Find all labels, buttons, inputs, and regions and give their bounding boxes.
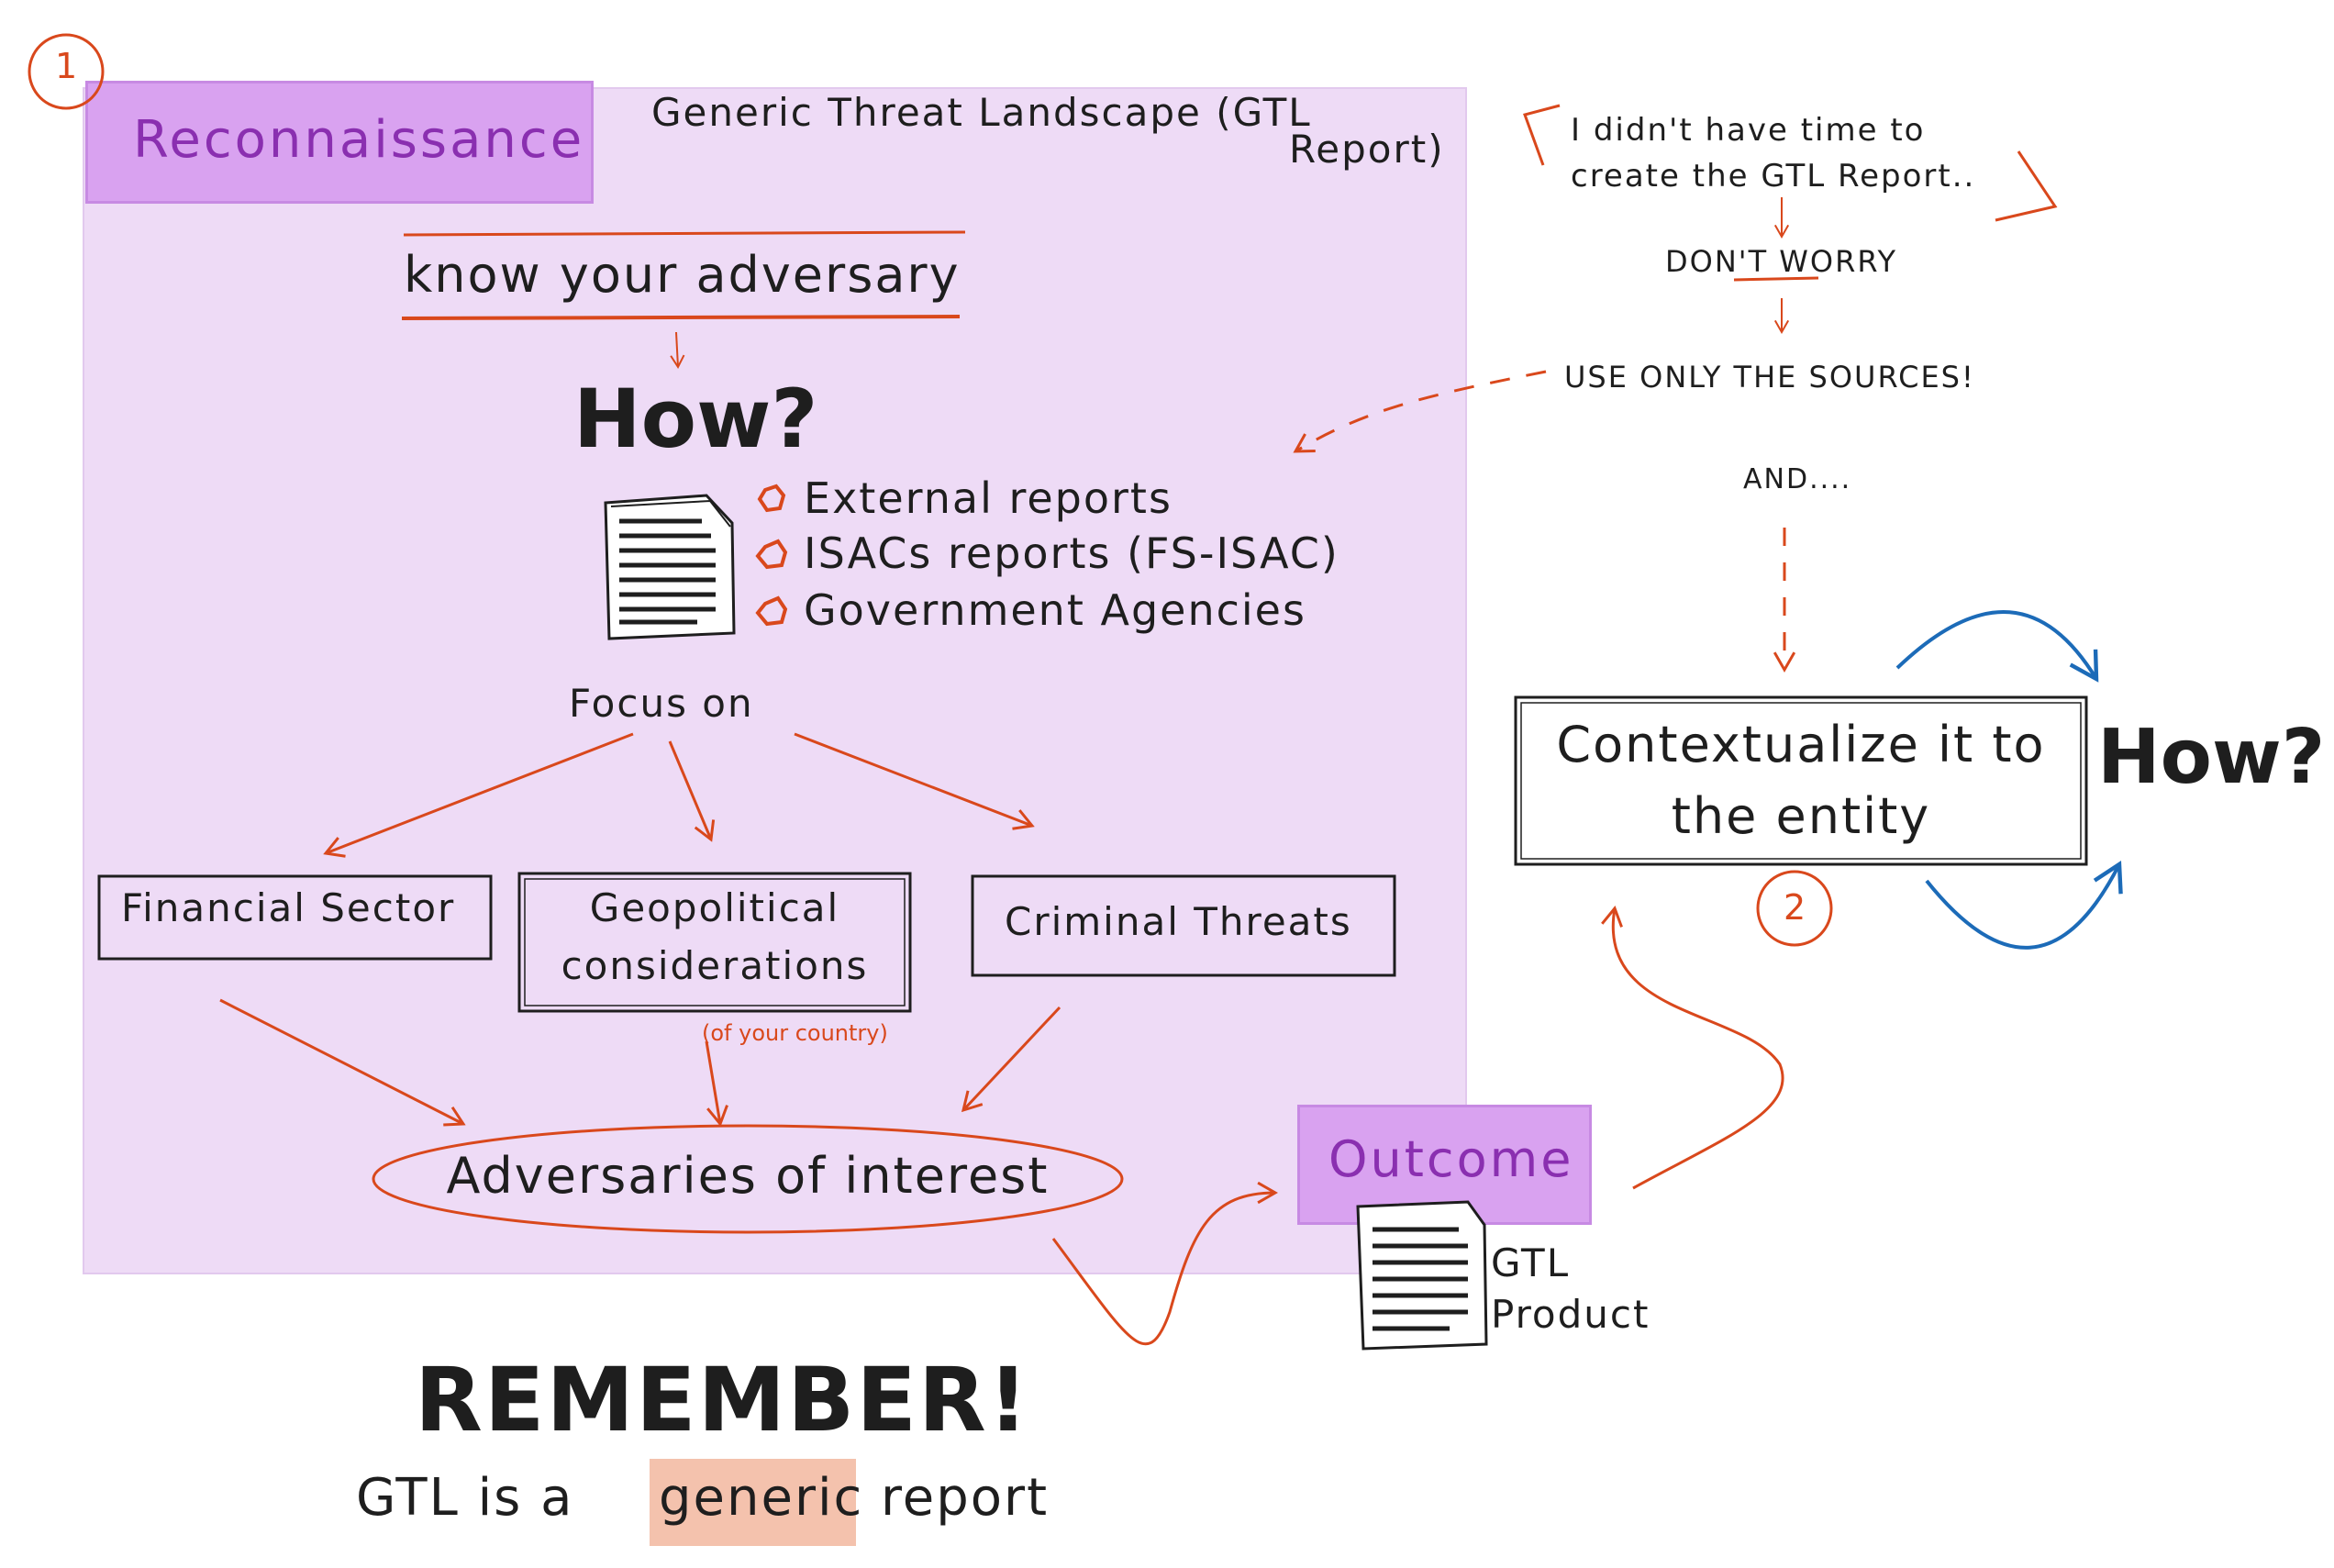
step-1-circle: [28, 33, 105, 110]
gtl-product-line2: Product: [1491, 1292, 1650, 1337]
note-close-bracket: [1995, 150, 2058, 222]
how-side-heading: How?: [2097, 714, 2326, 801]
gtl-title-line1: Generic Threat Landscape (GTL: [651, 90, 1312, 135]
generic-highlight: [650, 1459, 856, 1546]
geopolitical-box: [517, 872, 912, 1013]
contextualize-line2: the entity: [1671, 787, 1931, 845]
note-line2: create the GTL Report..: [1571, 158, 1976, 195]
know-underline-top: [403, 230, 966, 237]
reconnaissance-label-box: [85, 81, 594, 204]
how-heading: How?: [573, 372, 818, 466]
blue-arrow-top: [1895, 610, 2099, 683]
criminal-box: [971, 874, 1396, 977]
criminal-threats-label: Criminal Threats: [1005, 899, 1352, 944]
adversaries-ellipse: [372, 1124, 1124, 1234]
geopolitical-label-line2: considerations: [561, 943, 869, 988]
remember-heading: REMEMBER!: [415, 1349, 1030, 1451]
know-your-adversary: know your adversary: [404, 246, 961, 304]
and-label: AND....: [1743, 463, 1852, 495]
arrow-criminal-to-adversaries: [961, 1006, 1061, 1113]
gtl-product-document-icon: [1356, 1200, 1488, 1351]
gtl-is-a-text: GTL is a: [356, 1468, 574, 1528]
arrow-outcome-to-contextualize: [1601, 906, 1784, 1190]
gtl-product-line1: GTL: [1491, 1240, 1571, 1285]
note-open-bracket: [1523, 104, 1561, 166]
contextualize-box: [1514, 695, 2088, 866]
dontworry-underline: [1733, 276, 1819, 282]
focus-on-label: Focus on: [569, 681, 754, 726]
gtl-title-line2: Report): [1289, 127, 1445, 172]
adversaries-of-interest: Adversaries of interest: [446, 1147, 1050, 1205]
blue-arrow-bottom: [1925, 861, 2123, 950]
arrow-financial-to-adversaries: [219, 998, 466, 1127]
bullet-icon: [757, 484, 786, 513]
report-word: report: [881, 1468, 1050, 1528]
source-item: External reports: [804, 473, 1173, 523]
know-to-how-arrow: [670, 331, 685, 369]
geopolitical-label-line1: Geopolitical: [589, 885, 840, 930]
source-item: Government Agencies: [804, 585, 1306, 635]
source-item: ISACs reports (FS-ISAC): [804, 528, 1339, 578]
bullet-icon: [755, 595, 788, 627]
reconnaissance-area: [83, 87, 1467, 1274]
dashed-arrow-sources: [1293, 370, 1547, 453]
use-only-sources-label: USE ONLY THE SOURCES!: [1564, 360, 1975, 395]
arrow-to-financial: [323, 732, 634, 858]
contextualize-line1: Contextualize it to: [1556, 716, 2046, 773]
outcome-label: Outcome: [1328, 1130, 1574, 1188]
know-underline-bottom: [401, 315, 961, 320]
country-note: (of your country): [702, 1020, 888, 1046]
arrow-to-geopolitical: [668, 740, 716, 842]
step-1-number: 1: [55, 46, 78, 86]
reconnaissance-label: Reconnaissance: [133, 110, 585, 170]
document-icon: [604, 494, 736, 640]
dont-worry-label: DON'T WORRY: [1665, 244, 1898, 279]
generic-word: generic: [659, 1468, 864, 1528]
step-2-number: 2: [1784, 887, 1806, 928]
bullet-icon: [755, 539, 788, 570]
financial-box: [97, 874, 493, 961]
financial-sector-label: Financial Sector: [121, 885, 456, 930]
step-2-circle: [1756, 870, 1833, 947]
arrow-adversaries-to-outcome: [1051, 1181, 1278, 1346]
note-line1: I didn't have time to: [1571, 112, 1926, 149]
arrow-to-criminal: [794, 732, 1035, 830]
arrow-geopolitical-to-adversaries: [705, 1040, 728, 1127]
